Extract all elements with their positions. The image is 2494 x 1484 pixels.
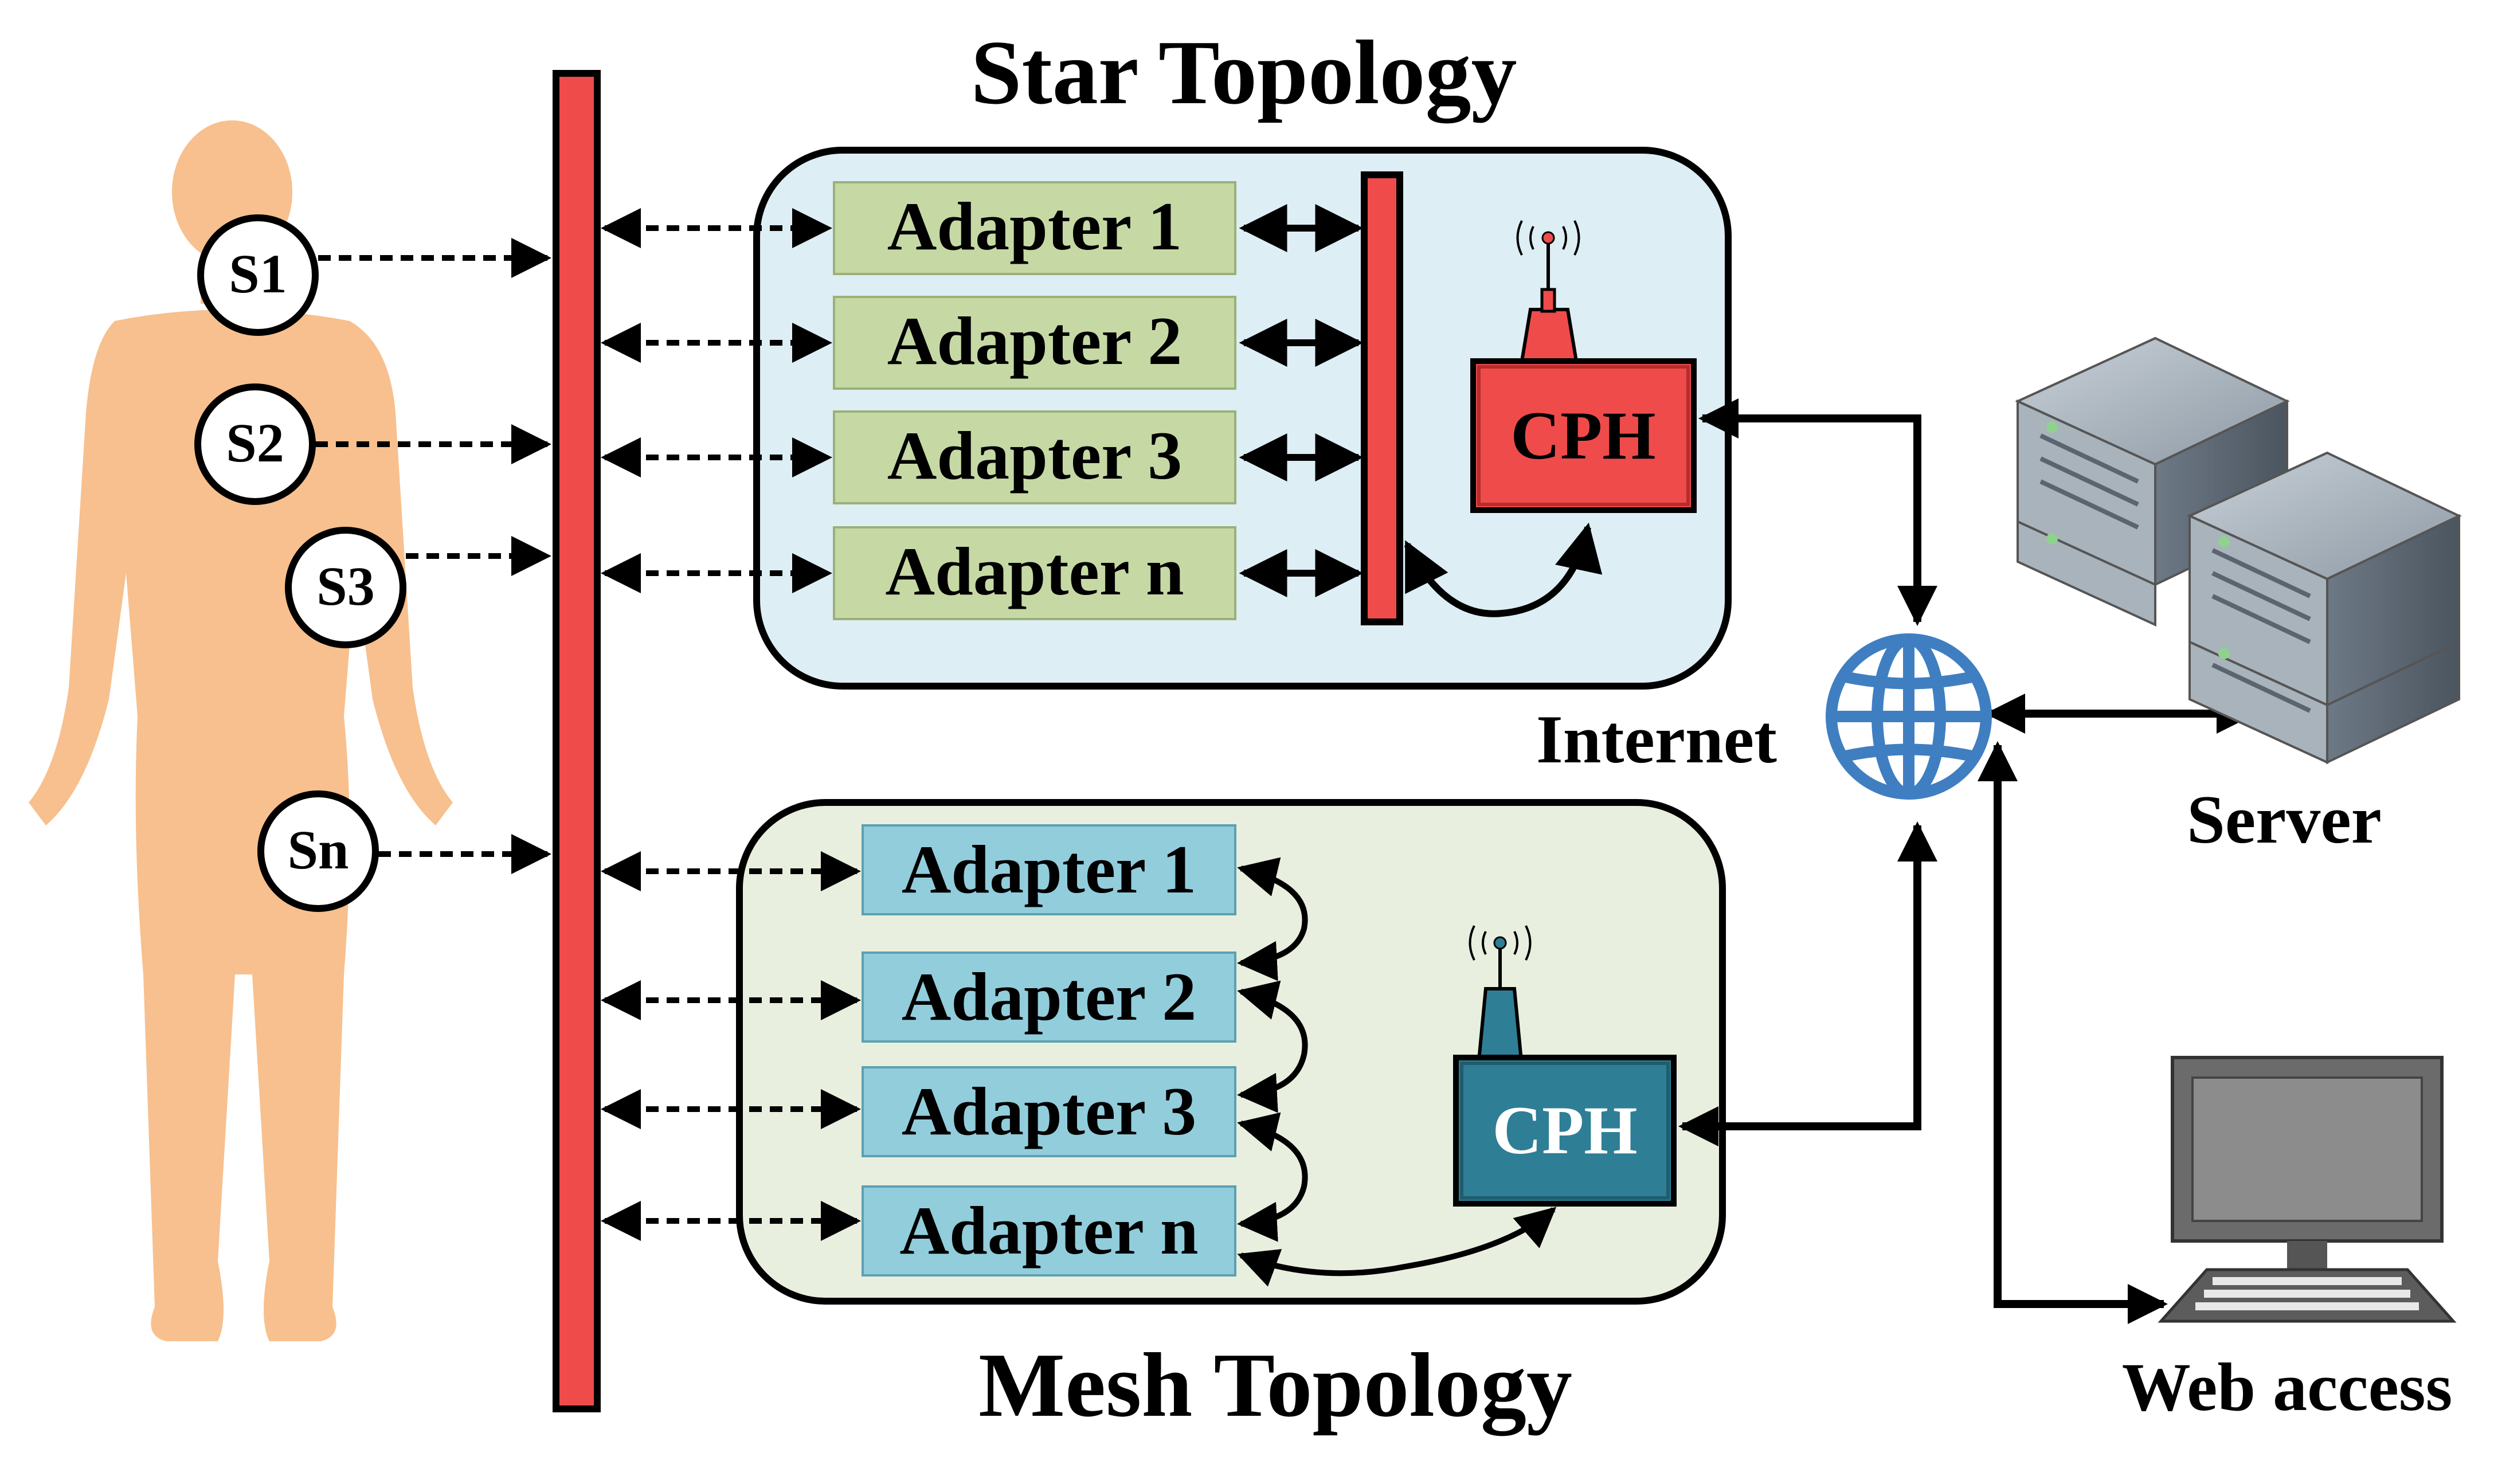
svg-text:Adapter n: Adapter n: [899, 1192, 1198, 1268]
sensor-label: S2: [226, 412, 284, 473]
mesh-cph-label: CPH: [1492, 1092, 1637, 1168]
mesh-adapter-n: Adapter n: [862, 1185, 1236, 1277]
star-adapters: Adapter 1 Adapter 2 Adapter 3 Adapter n: [833, 181, 1236, 620]
star-inner-bus: [1361, 171, 1403, 625]
sensor-s3: S3: [285, 527, 406, 648]
star-adapter-2: Adapter 2: [833, 296, 1236, 390]
mesh-adapter-links: [601, 851, 861, 1241]
sensor-label: Sn: [288, 819, 349, 880]
mesh-adapter-3: Adapter 3: [862, 1066, 1236, 1157]
star-adapter-n: Adapter n: [833, 526, 1236, 620]
sensor-links: [315, 238, 551, 874]
mesh-adapter-1: Adapter 1: [862, 824, 1236, 915]
mesh-adapter-2: Adapter 2: [862, 952, 1236, 1043]
svg-text:Adapter 1: Adapter 1: [887, 188, 1182, 264]
server-label: Server: [2187, 781, 2382, 857]
server-icon: [2015, 336, 2462, 765]
star-cph-label: CPH: [1510, 397, 1655, 473]
star-cph-node: CPH: [1470, 358, 1697, 513]
mesh-adapters: Adapter 1 Adapter 2 Adapter 3 Adapter n: [862, 824, 1236, 1277]
svg-text:Adapter 3: Adapter 3: [902, 1073, 1196, 1149]
star-adapter-links: [601, 208, 832, 593]
svg-text:Adapter 2: Adapter 2: [902, 958, 1196, 1035]
svg-text:Adapter 3: Adapter 3: [887, 417, 1182, 494]
sensor-sn: Sn: [257, 790, 379, 912]
sensor-s2: S2: [194, 383, 316, 505]
data-bus: [553, 70, 601, 1412]
internet-globe-icon: [1826, 633, 1992, 800]
mesh-cph-node: CPH: [1453, 1055, 1677, 1207]
svg-text:Adapter 2: Adapter 2: [887, 303, 1182, 379]
sensor-s1: S1: [197, 214, 319, 336]
computer-icon: [2158, 1056, 2457, 1323]
svg-text:Adapter 1: Adapter 1: [902, 831, 1196, 907]
mesh-topology-title: Mesh Topology: [978, 1334, 1572, 1436]
star-adapter-3: Adapter 3: [833, 410, 1236, 504]
star-topology-title: Star Topology: [971, 21, 1517, 124]
star-adapter-1: Adapter 1: [833, 181, 1236, 275]
svg-text:Adapter n: Adapter n: [885, 533, 1184, 609]
network-links: [1678, 398, 2257, 1324]
sensor-label: S3: [316, 555, 374, 617]
web-access-label: Web access: [2122, 1349, 2453, 1425]
sensor-label: S1: [229, 243, 287, 304]
star-antenna-icon: [1516, 220, 1580, 363]
internet-label: Internet: [1536, 701, 1777, 777]
star-bus-links: [1239, 204, 1603, 617]
mesh-peer-links: [1237, 857, 1557, 1287]
